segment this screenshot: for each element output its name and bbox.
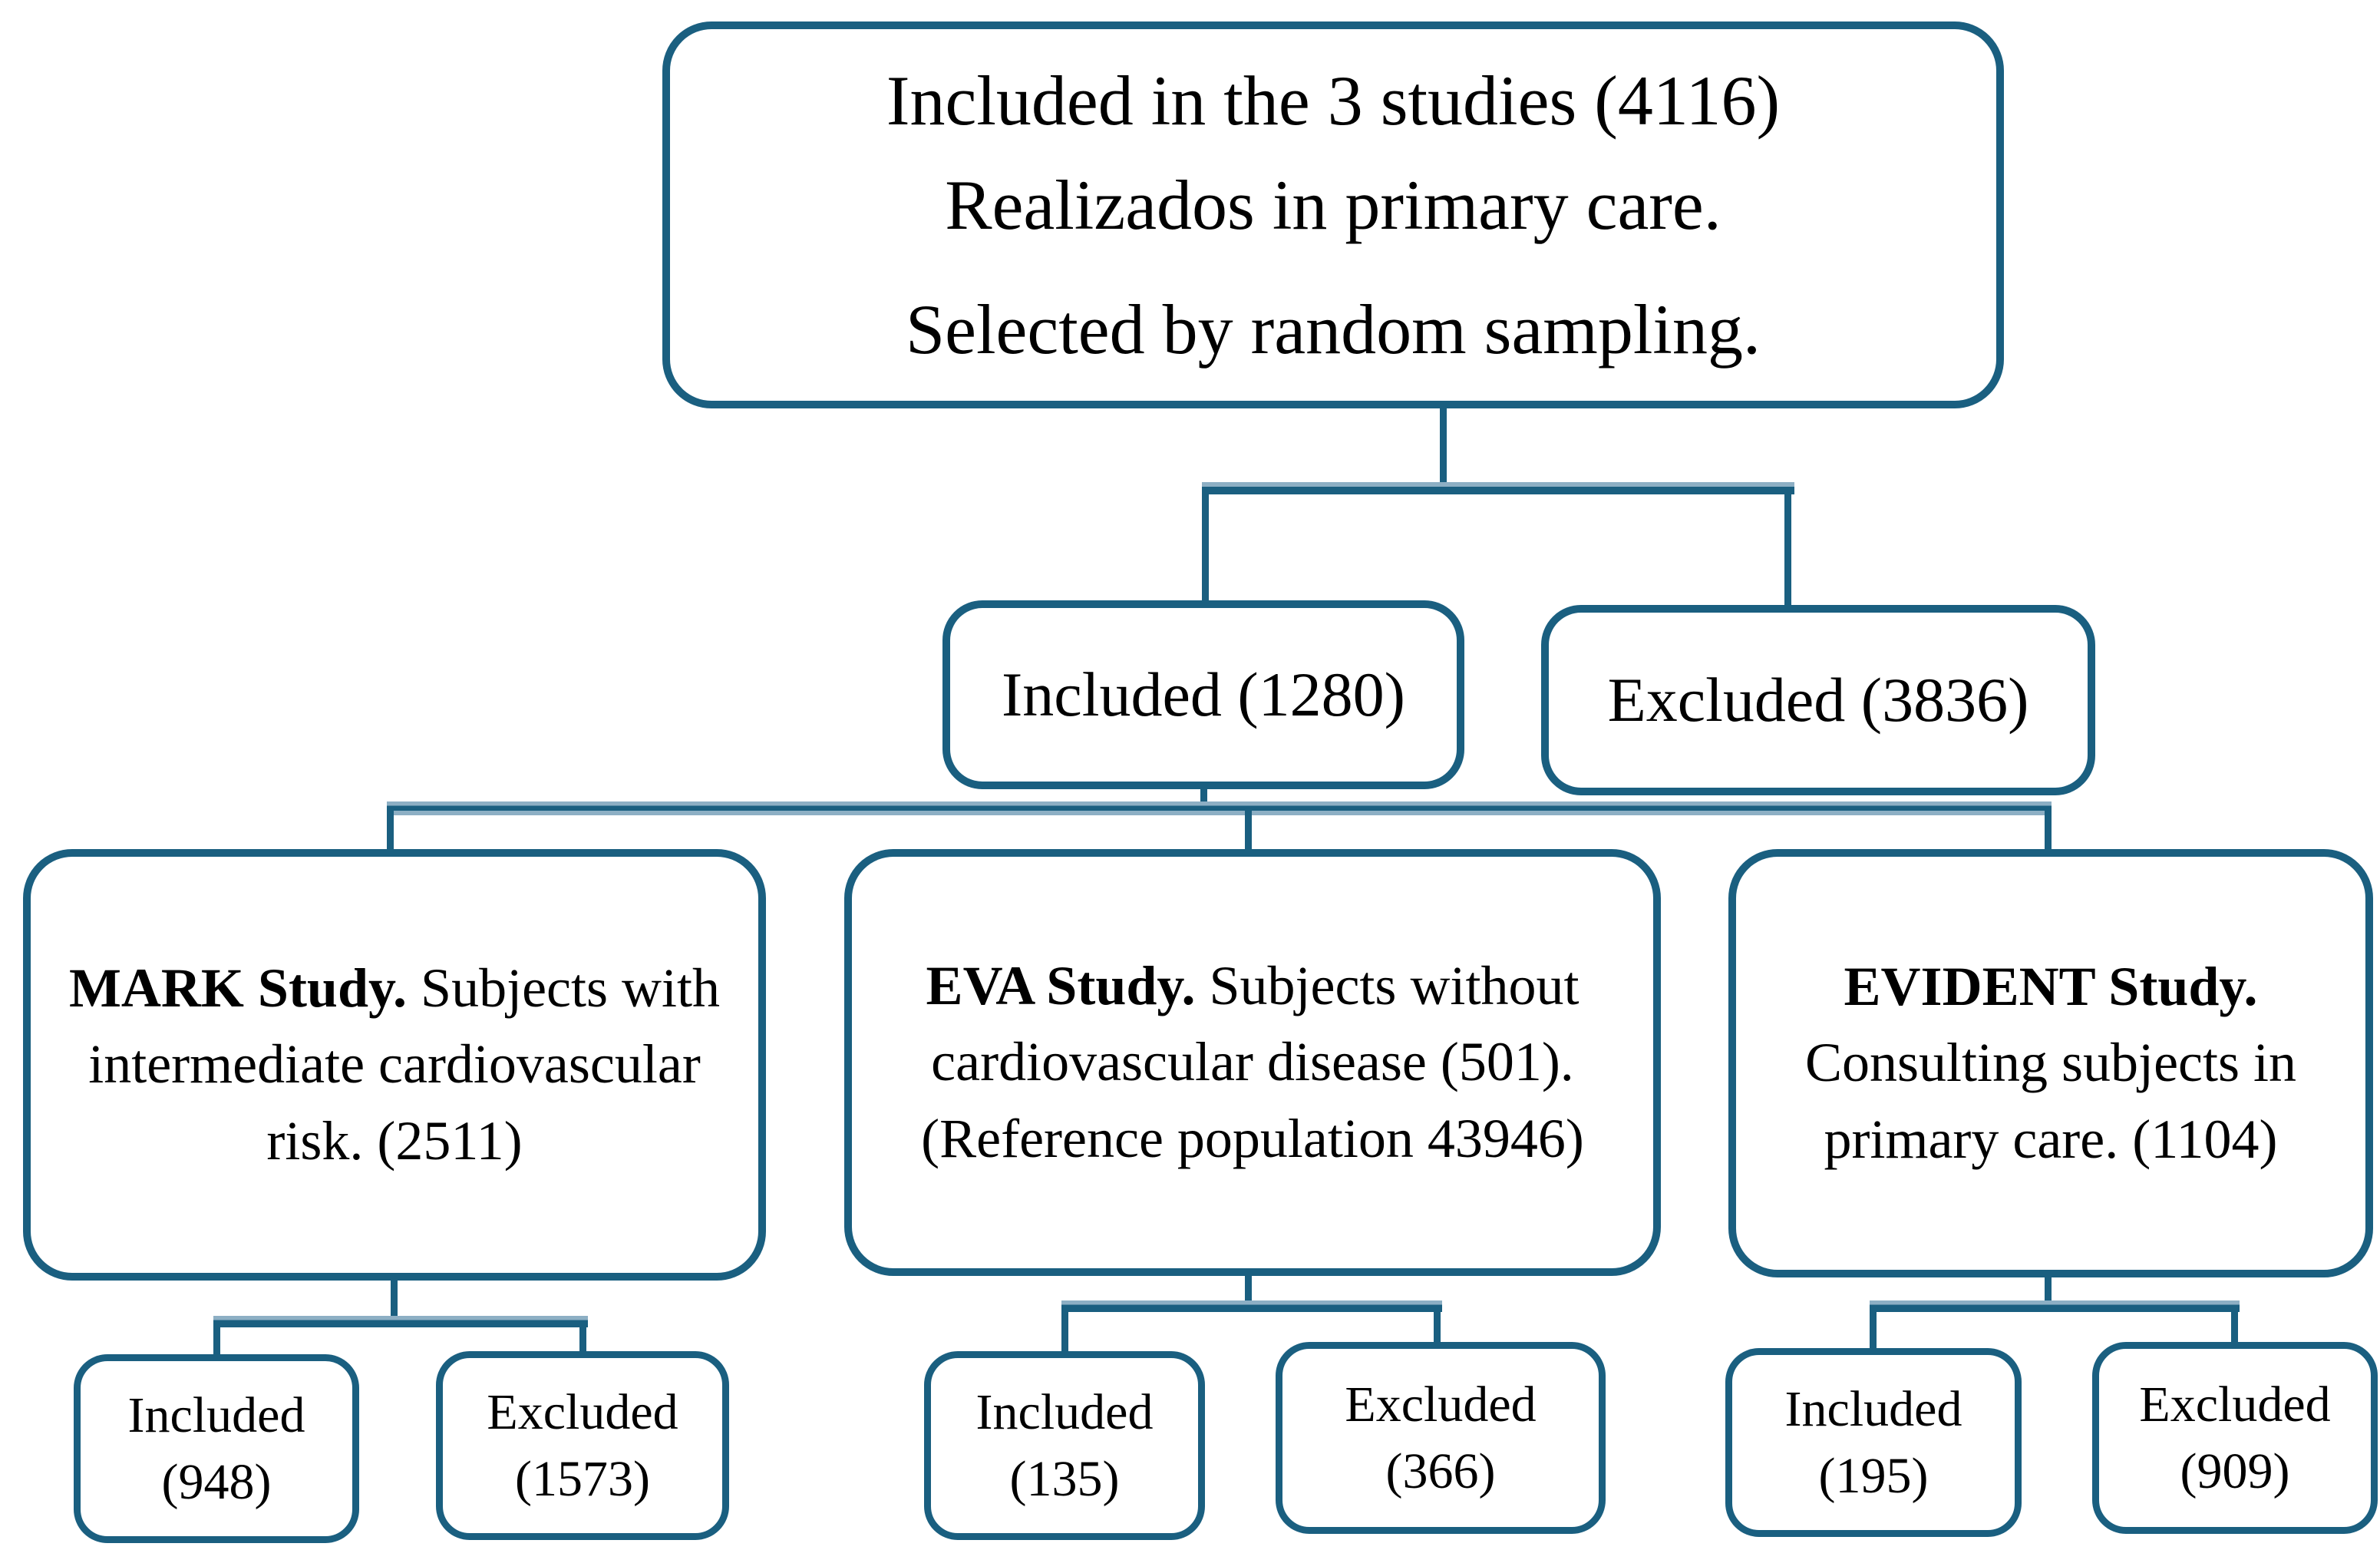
evident-study-text: EVIDENT Study. Consulting subjects in pr…	[1767, 949, 2335, 1178]
connector-evident-drop	[2045, 808, 2052, 852]
connector-eva-stem	[1245, 1276, 1252, 1304]
connector-level2-bar	[387, 801, 2052, 815]
total-sample-line3: Selected by random sampling.	[906, 290, 1761, 369]
node-evident-study: EVIDENT Study. Consulting subjects in pr…	[1728, 849, 2373, 1277]
connector-evident-excluded-drop	[2231, 1309, 2238, 1345]
eva-excluded-text: Excluded (366)	[1345, 1371, 1536, 1505]
connector-evident-stem	[2045, 1277, 2052, 1304]
eva-study-description: Subjects without cardiovascular disease …	[921, 954, 1584, 1169]
node-total-sample: Included in the 3 studies (4116) Realiza…	[662, 21, 2004, 408]
connector-eva-drop	[1245, 808, 1252, 852]
connector-level1-left-drop	[1202, 491, 1209, 603]
node-evident-excluded: Excluded (909)	[2092, 1342, 2378, 1534]
eva-included-label: Included	[975, 1383, 1154, 1440]
evident-included-count: (195)	[1818, 1448, 1929, 1504]
connector-mark-stem	[391, 1281, 398, 1319]
mark-excluded-count: (1573)	[515, 1451, 650, 1507]
node-eva-included: Included (135)	[924, 1351, 1205, 1540]
mark-study-name: MARK Study.	[68, 957, 408, 1019]
evident-included-label: Included	[1784, 1380, 1962, 1437]
node-mark-excluded: Excluded (1573)	[436, 1351, 729, 1540]
eva-included-text: Included (135)	[976, 1379, 1154, 1512]
eva-excluded-count: (366)	[1385, 1443, 1496, 1499]
eva-study-text: EVA Study. Subjects without cardiovascul…	[875, 948, 1630, 1177]
connector-mark-drop	[387, 808, 394, 852]
total-sample-line2: Realizados in primary care.	[945, 165, 1721, 244]
mark-included-text: Included (948)	[128, 1382, 305, 1515]
connector-mark-included-drop	[213, 1324, 220, 1357]
connector-root-stem	[1440, 408, 1447, 488]
connector-level1-right-drop	[1784, 491, 1791, 608]
excluded-3836-label: Excluded (3836)	[1607, 665, 2029, 735]
mark-excluded-label: Excluded	[487, 1383, 678, 1440]
eva-included-count: (135)	[1009, 1451, 1120, 1507]
node-evident-included: Included (195)	[1725, 1348, 2022, 1537]
node-included-1280: Included (1280)	[942, 600, 1464, 789]
node-eva-study: EVA Study. Subjects without cardiovascul…	[844, 849, 1661, 1276]
node-mark-included: Included (948)	[74, 1354, 359, 1543]
connector-mark-split-bar	[213, 1316, 588, 1327]
node-eva-excluded: Excluded (366)	[1276, 1342, 1606, 1534]
connector-level1-bar	[1202, 482, 1794, 494]
evident-included-text: Included (195)	[1785, 1376, 1962, 1509]
connector-mark-excluded-drop	[579, 1324, 586, 1354]
connector-evident-included-drop	[1870, 1309, 1877, 1351]
eva-study-name: EVA Study.	[926, 954, 1196, 1016]
node-total-sample-text: Included in the 3 studies (4116) Realiza…	[886, 48, 1780, 382]
evident-excluded-text: Excluded (909)	[2139, 1371, 2330, 1505]
connector-evident-split-bar	[1870, 1300, 2240, 1312]
node-mark-study: MARK Study. Subjects with intermediate c…	[23, 849, 766, 1281]
connector-eva-split-bar	[1061, 1300, 1442, 1312]
mark-included-label: Included	[127, 1386, 305, 1443]
evident-excluded-label: Excluded	[2139, 1376, 2331, 1433]
eva-excluded-label: Excluded	[1345, 1376, 1537, 1433]
included-1280-label: Included (1280)	[1002, 659, 1405, 729]
mark-study-text: MARK Study. Subjects with intermediate c…	[58, 950, 731, 1179]
evident-excluded-count: (909)	[2180, 1443, 2290, 1499]
node-excluded-3836: Excluded (3836)	[1541, 605, 2095, 795]
connector-included1280-stem	[1200, 788, 1207, 806]
total-sample-line1: Included in the 3 studies (4116)	[886, 61, 1781, 140]
evident-study-name: EVIDENT Study.	[1844, 955, 2258, 1017]
mark-study-description: Subjects with intermediate cardiovascula…	[88, 957, 721, 1172]
connector-eva-included-drop	[1061, 1309, 1068, 1354]
evident-study-description: Consulting subjects in primary care. (11…	[1804, 1032, 2297, 1170]
mark-included-count: (948)	[161, 1454, 272, 1510]
mark-excluded-text: Excluded (1573)	[487, 1379, 678, 1512]
connector-eva-excluded-drop	[1434, 1309, 1441, 1345]
